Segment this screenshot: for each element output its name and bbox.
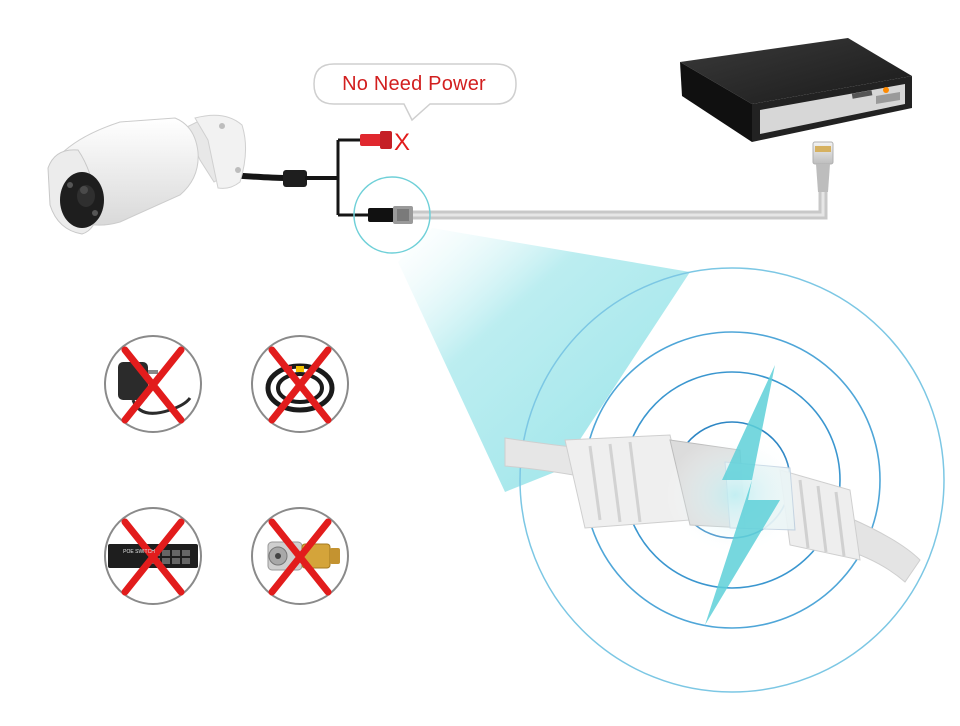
poe-switch-label: POE SWITCH xyxy=(123,549,155,555)
poe-switch-item xyxy=(104,507,202,605)
rj45-plug-nvr xyxy=(812,141,834,192)
dc-power-connector: X xyxy=(360,129,410,156)
callout-bubble xyxy=(313,63,517,122)
bullet-camera xyxy=(47,114,246,235)
svg-text:X: X xyxy=(394,129,410,156)
ethernet-cable xyxy=(229,138,828,220)
zoom-source-circle xyxy=(353,176,431,254)
callout-text: No Need Power xyxy=(342,72,486,95)
rj45-socket-small xyxy=(368,206,413,224)
coaxial-cable-item xyxy=(251,335,349,433)
zoomed-connector xyxy=(504,365,921,625)
zoom-beam xyxy=(398,228,690,492)
nvr-recorder xyxy=(680,38,912,142)
bnc-connector-item xyxy=(251,507,349,605)
power-adapter-item xyxy=(104,335,202,433)
